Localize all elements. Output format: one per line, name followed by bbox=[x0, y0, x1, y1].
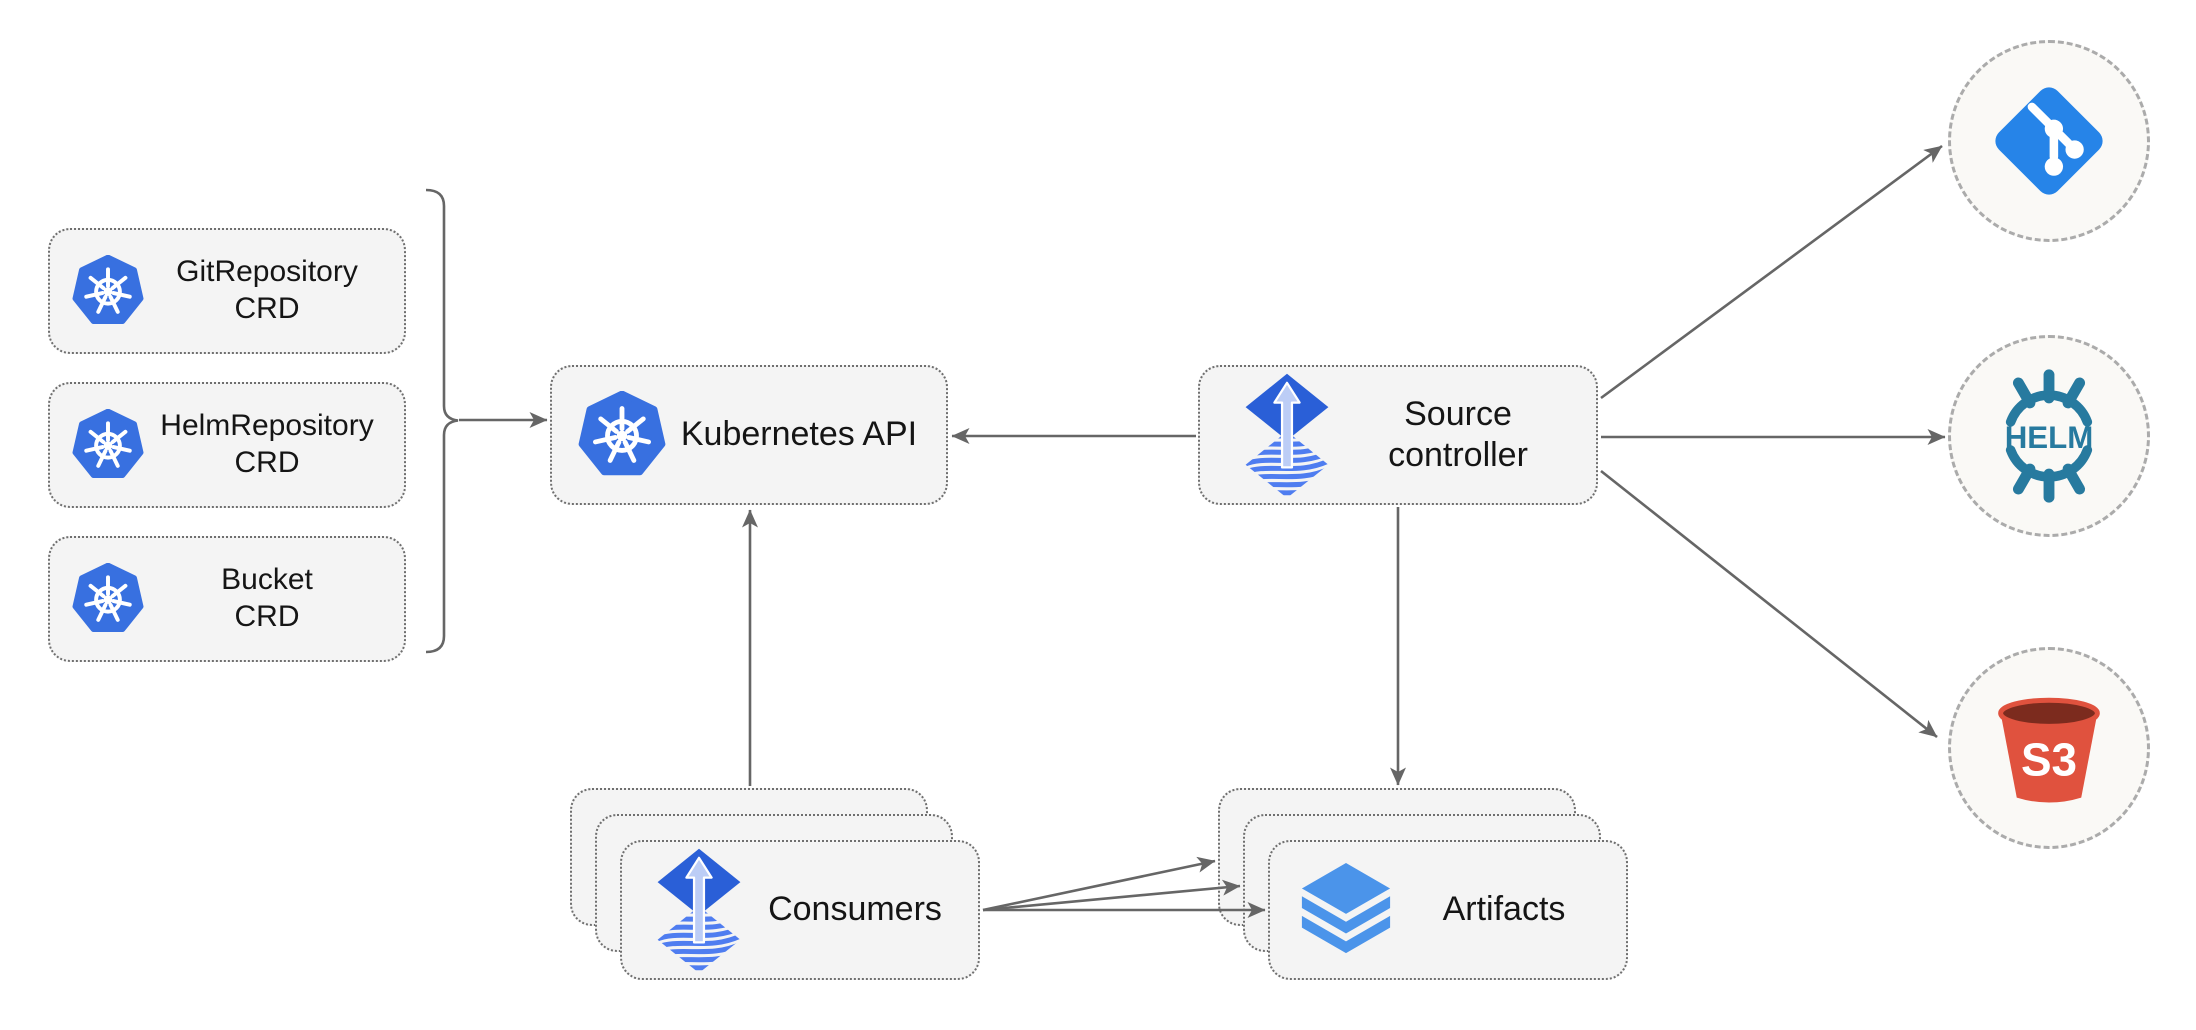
kubernetes-icon bbox=[72, 563, 144, 635]
helmrepository-crd-label: HelmRepository CRD bbox=[160, 409, 374, 479]
s3-bucket-icon: S3 bbox=[1998, 697, 2100, 803]
flux-icon bbox=[1240, 372, 1334, 498]
node-artifacts: Artifacts bbox=[1268, 840, 1628, 980]
bucket-crd-label: Bucket CRD bbox=[221, 563, 313, 633]
node-helmrepository-crd: HelmRepository CRD bbox=[48, 382, 406, 508]
arrow-consumers-to-artifacts-1 bbox=[982, 856, 1216, 912]
endpoint-git bbox=[1948, 40, 2150, 242]
node-bucket-crd: Bucket CRD bbox=[48, 536, 406, 662]
kubernetes-api-label: Kubernetes API bbox=[680, 415, 918, 454]
endpoint-helm: HELM bbox=[1948, 335, 2150, 537]
arrow-source-to-s3 bbox=[1600, 469, 1938, 739]
node-kubernetes-api: Kubernetes API bbox=[550, 365, 948, 505]
layers-icon bbox=[1296, 861, 1396, 959]
kubernetes-icon bbox=[578, 391, 666, 479]
s3-text: S3 bbox=[2021, 733, 2077, 785]
helm-text: HELM bbox=[2005, 420, 2094, 455]
consumers-label: Consumers bbox=[768, 890, 942, 929]
git-icon bbox=[1995, 87, 2103, 195]
flux-icon bbox=[652, 847, 746, 973]
crd-bracket bbox=[425, 188, 459, 654]
source-controller-label: Source controller bbox=[1388, 394, 1528, 474]
arrow-consumers-to-artifacts-2 bbox=[982, 879, 1241, 912]
node-gitrepository-crd: GitRepository CRD bbox=[48, 228, 406, 354]
gitrepository-crd-label: GitRepository CRD bbox=[176, 255, 358, 325]
node-source-controller: Source controller bbox=[1198, 365, 1598, 505]
node-consumers: Consumers bbox=[620, 840, 980, 980]
kubernetes-icon bbox=[72, 409, 144, 481]
arrow-source-to-git bbox=[1600, 144, 1943, 400]
kubernetes-icon bbox=[72, 255, 144, 327]
endpoint-s3: S3 bbox=[1948, 647, 2150, 849]
artifacts-label: Artifacts bbox=[1442, 890, 1566, 929]
helm-icon: HELM bbox=[2005, 369, 2094, 503]
